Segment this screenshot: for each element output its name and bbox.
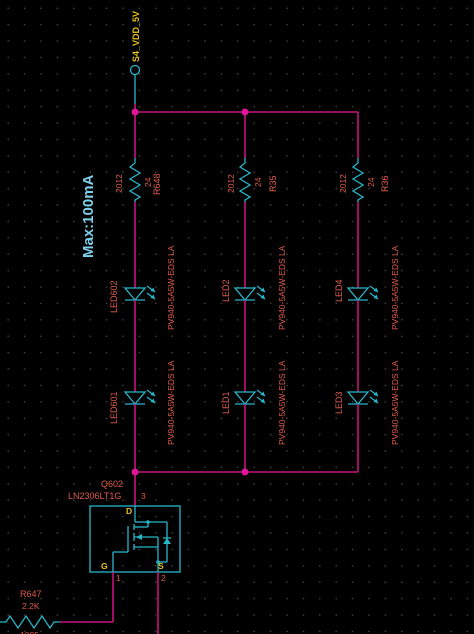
led-designator: LED3 [334,391,344,414]
resistor-package: 1005 [20,630,39,634]
pin-number-3: 3 [141,491,146,501]
led-led602[interactable]: LED602 PV940-5A5W-EDS LA [109,245,176,330]
pin-number-1: 1 [116,573,121,583]
led-designator: LED601 [109,391,119,424]
junction-dot [131,468,139,476]
led-designator: LED1 [221,391,231,414]
led-led3[interactable]: LED3 PV940-5A5W-EDS LA [334,360,400,445]
led-part-number: PV940-5A5W-EDS LA [166,360,176,445]
led-led1[interactable]: LED1 PV940-5A5W-EDS LA [221,360,287,445]
junction-dot [241,468,249,476]
mosfet-part-number: LN2306LT1G [68,491,121,501]
gate-wire [60,572,114,623]
led-part-number: PV940-5A5W-EDS LA [166,245,176,330]
resistor-designator: R647 [20,589,42,599]
led-designator: LED602 [109,280,119,313]
pin-number-2: 2 [161,573,166,583]
led-part-number: PV940-5A5W-EDS LA [277,360,287,445]
resistor-designator: R35 [268,175,278,192]
led-led4[interactable]: LED4 PV940-5A5W-EDS LA [334,245,400,330]
led-designator: LED4 [334,279,344,302]
pin-label-s: S [158,561,164,571]
resistor-value: 2.2K [22,601,40,611]
led-led2[interactable]: LED2 PV940-5A5W-EDS LA [221,245,287,330]
led-led601[interactable]: LED601 PV940-5A5W-EDS LA [109,360,176,445]
junction-dot [131,108,139,116]
resistor-r36[interactable]: 2012 24 R36 [338,157,390,203]
led-part-number: PV940-5A5W-EDS LA [390,245,400,330]
resistor-designator: R648 [152,173,162,195]
resistor-designator: R36 [380,175,390,192]
resistor-pins: 24 [253,177,263,187]
mosfet-q602[interactable]: Q602 LN2306LT1G 3 D G S 1 2 [68,479,181,583]
resistor-r647[interactable]: R647 2.2K 1005 [0,589,60,634]
net-label-s4-vdd-5v: S4_VDD_5V [131,11,141,62]
resistor-pins: 24 [366,177,376,187]
resistor-value: 2012 [338,174,348,193]
power-port[interactable]: S4_VDD_5V [129,11,142,104]
resistor-r35[interactable]: 2012 24 R35 [226,157,278,203]
junction-dot [241,108,249,116]
pin-label-g: G [101,561,108,571]
led-part-number: PV940-5A5W-EDS LA [390,360,400,445]
mosfet-designator: Q602 [101,479,123,489]
pin-label-d: D [126,506,132,516]
resistor-value: 2012 [114,174,124,193]
led-part-number: PV940-5A5W-EDS LA [277,245,287,330]
resistor-value: 2012 [226,174,236,193]
led-designator: LED2 [221,279,231,302]
current-note: Max:100mA [80,174,97,258]
resistor-r648[interactable]: 2012 24 R648 [114,157,162,203]
resistor-pins: 24 [143,177,153,187]
